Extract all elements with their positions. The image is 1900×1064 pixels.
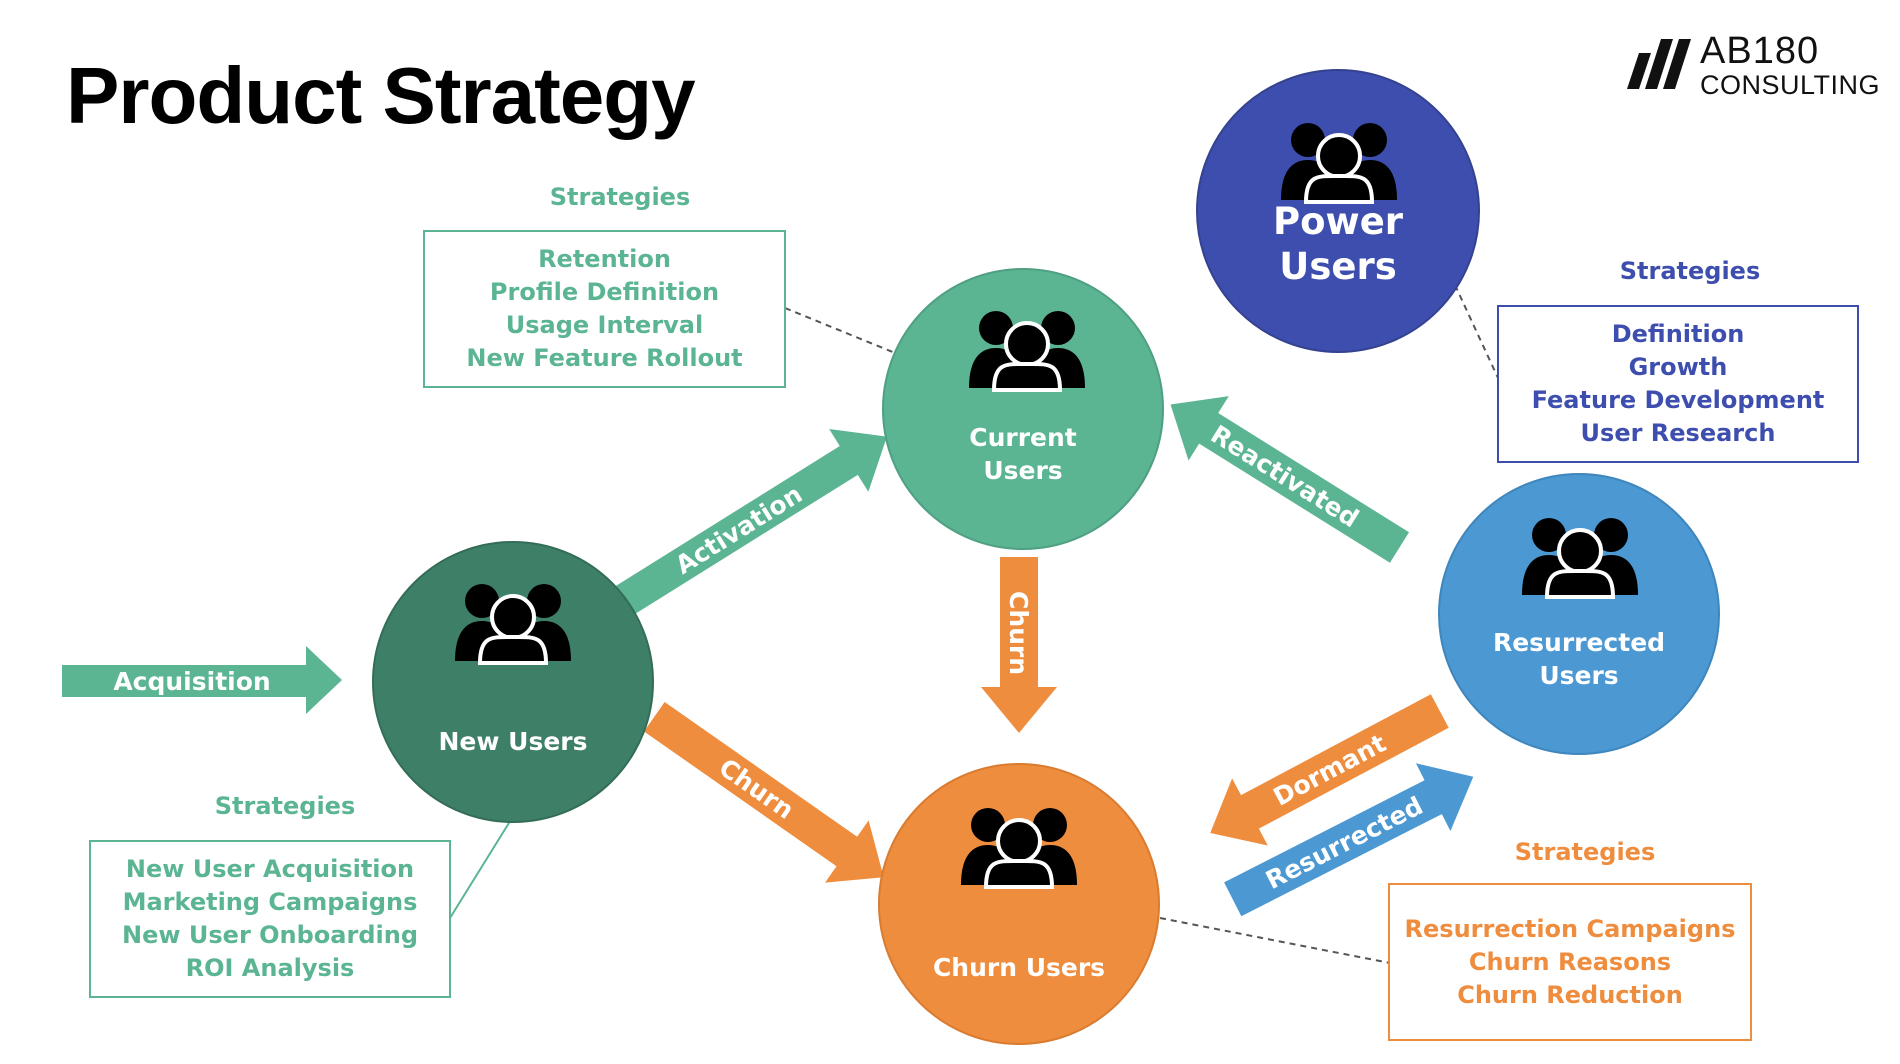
node-current-users: Current Users xyxy=(882,268,1164,550)
node-resurrected-users-line2: Users xyxy=(1539,661,1618,690)
node-resurrected-users-line1: Resurrected xyxy=(1493,628,1665,657)
new-strategy-item: ROI Analysis xyxy=(185,954,355,982)
reactivated-arrow-label: Reactivated xyxy=(1206,420,1364,534)
node-power-users-line1: Power xyxy=(1273,200,1404,243)
new-strategy-item: New User Onboarding xyxy=(122,921,418,949)
new-strategy-item: Marketing Campaigns xyxy=(122,888,418,916)
logo-line1: AB180 xyxy=(1700,30,1820,72)
logo-line2: CONSULTING xyxy=(1700,70,1881,100)
power-strategy-item: Definition xyxy=(1611,320,1745,348)
new-strategy-item: New User Acquisition xyxy=(125,855,415,883)
user-group-icon xyxy=(1520,516,1640,599)
node-power-users: Power Users xyxy=(1196,69,1480,353)
churn-down-arrow-label: Churn xyxy=(1004,591,1033,675)
user-group-icon xyxy=(967,309,1087,392)
node-resurrected-users: Resurrected Users xyxy=(1438,473,1720,755)
new-strategies-box: New User Acquisition Marketing Campaigns… xyxy=(89,840,451,998)
connector-new-strategies xyxy=(449,817,513,919)
user-group-icon xyxy=(453,582,573,665)
power-strategy-item: Feature Development xyxy=(1531,386,1825,414)
node-new-users-line1: New Users xyxy=(438,727,587,756)
power-strategies-box: Definition Growth Feature Development Us… xyxy=(1497,305,1859,463)
current-strategies-heading: Strategies xyxy=(549,183,691,211)
current-strategy-item: New Feature Rollout xyxy=(466,344,743,372)
acquisition-arrow: Acquisition xyxy=(62,646,342,714)
churn-strategy-item: Churn Reasons xyxy=(1468,947,1672,976)
logo-mark-icon xyxy=(1627,39,1691,89)
activation-arrow-label: Activation xyxy=(670,479,807,580)
ab180-logo: AB180 CONSULTING xyxy=(1625,30,1885,100)
current-strategy-item: Retention xyxy=(538,245,671,273)
current-strategy-item: Usage Interval xyxy=(505,311,704,339)
node-churn-users: Churn Users xyxy=(878,763,1160,1045)
churn-new-arrow: Churn xyxy=(643,701,884,883)
churn-strategies-heading: Strategies xyxy=(1514,838,1656,866)
power-strategy-item: Growth xyxy=(1628,353,1728,381)
node-power-users-line2: Users xyxy=(1279,245,1396,288)
churn-strategies-box: Resurrection Campaigns Churn Reasons Chu… xyxy=(1388,883,1752,1041)
activation-arrow: Activation xyxy=(598,429,887,626)
connector-power-strategies xyxy=(1454,284,1499,379)
user-group-icon xyxy=(959,806,1079,889)
user-group-icon xyxy=(1279,121,1399,204)
churn-strategy-item: Resurrection Campaigns xyxy=(1404,914,1736,943)
reactivated-arrow: Reactivated xyxy=(1170,396,1410,563)
node-current-users-line1: Current xyxy=(969,423,1077,452)
page-title: Product Strategy xyxy=(66,51,696,140)
current-strategies-box: Retention Profile Definition Usage Inter… xyxy=(423,230,786,388)
node-churn-users-line1: Churn Users xyxy=(933,953,1105,982)
node-current-users-line2: Users xyxy=(983,456,1062,485)
connector-churn-strategies xyxy=(1159,917,1391,964)
node-new-users: New Users xyxy=(372,541,654,823)
churn-strategy-item: Churn Reduction xyxy=(1457,980,1683,1009)
acquisition-arrow-label: Acquisition xyxy=(113,667,270,696)
current-strategy-item: Profile Definition xyxy=(489,278,720,306)
new-strategies-heading: Strategies xyxy=(214,792,356,820)
dormant-arrow-label: Dormant xyxy=(1269,728,1391,811)
power-strategies-heading: Strategies xyxy=(1619,257,1761,285)
connector-current-strategies xyxy=(784,307,901,356)
power-strategy-item: User Research xyxy=(1580,419,1776,447)
churn-down-arrow: Churn xyxy=(981,557,1057,733)
